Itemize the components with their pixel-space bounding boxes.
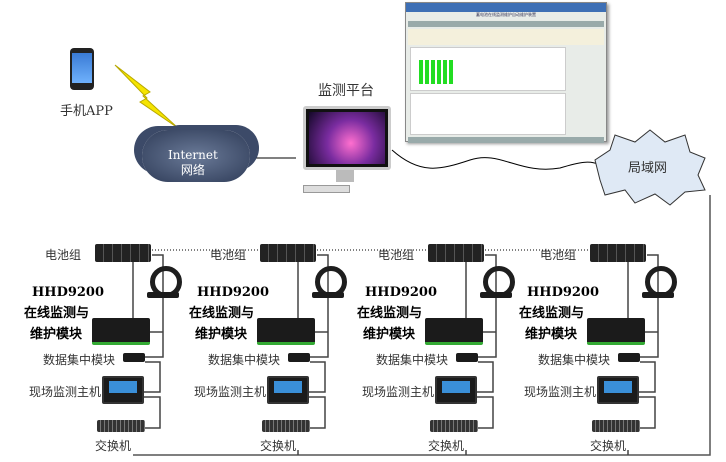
lightning-icon (114, 64, 179, 129)
sensor-base (147, 292, 179, 298)
module-label-1: 在线监测与 (357, 306, 423, 321)
wire (140, 361, 161, 393)
module-label-2: 维护模块 (195, 327, 248, 342)
wire (473, 361, 494, 393)
switch-icon (592, 420, 640, 432)
battery-label: 电池组 (45, 248, 82, 262)
wire (145, 254, 164, 358)
internet-label: Internet (168, 148, 218, 162)
wavy-link (391, 149, 601, 170)
wire (640, 254, 659, 358)
wire (310, 254, 329, 358)
host-terminal-icon (102, 376, 144, 404)
switch-label: 交换机 (590, 439, 627, 453)
lan-label: 局域网 (628, 161, 668, 176)
monitor-module-icon (92, 318, 150, 345)
software-title: 蓄电池在线监测维护自动维护装置 (476, 12, 536, 17)
switch-icon (97, 420, 145, 432)
battery-pack-icon (95, 244, 151, 262)
network-label: 网络 (180, 163, 205, 177)
sensor-base (312, 292, 344, 298)
host-terminal-icon (435, 376, 477, 404)
collector-icon (618, 353, 640, 362)
wire (140, 396, 161, 429)
monitor-icon (303, 106, 391, 170)
monitor-module-icon (587, 318, 645, 345)
switch-label: 交换机 (95, 439, 132, 453)
switch-icon (430, 420, 478, 432)
battery-pack-icon (428, 244, 484, 262)
collector-label: 数据集中模块 (43, 353, 116, 367)
model-label: HHD9200 (32, 285, 105, 300)
collector-icon (288, 353, 310, 362)
host-label: 现场监测主机 (524, 385, 597, 399)
battery-label: 电池组 (210, 248, 247, 262)
lan-cloud (594, 129, 706, 206)
module-label-1: 在线监测与 (189, 306, 255, 321)
monitor-module-icon (257, 318, 315, 345)
model-label: HHD9200 (527, 285, 600, 300)
switch-label: 交换机 (428, 439, 465, 453)
collector-label: 数据集中模块 (208, 353, 281, 367)
sensor-base (480, 292, 512, 298)
module-label-1: 在线监测与 (24, 306, 90, 321)
wire (305, 361, 326, 393)
wire (635, 361, 656, 393)
battery-pack-icon (590, 244, 646, 262)
host-label: 现场监测主机 (29, 385, 102, 399)
module-label-2: 维护模块 (30, 327, 83, 342)
battery-label: 电池组 (540, 248, 577, 262)
monitor-module-icon (425, 318, 483, 345)
software-screenshot: 蓄电池在线监测维护自动维护装置 (405, 2, 607, 143)
monitor-stand (336, 170, 354, 182)
collector-icon (123, 353, 145, 362)
wire (473, 396, 494, 429)
host-terminal-icon (267, 376, 309, 404)
keyboard-icon (303, 185, 350, 193)
host-terminal-icon (597, 376, 639, 404)
sensor-base (642, 292, 674, 298)
collector-label: 数据集中模块 (538, 353, 611, 367)
collector-label: 数据集中模块 (376, 353, 449, 367)
phone-icon (70, 48, 94, 90)
platform-label: 监测平台 (318, 83, 374, 99)
wire (478, 254, 497, 358)
wire (635, 396, 656, 429)
module-label-1: 在线监测与 (519, 306, 585, 321)
battery-label: 电池组 (378, 248, 415, 262)
module-label-2: 维护模块 (363, 327, 416, 342)
battery-pack-icon (260, 244, 316, 262)
model-label: HHD9200 (365, 285, 438, 300)
host-label: 现场监测主机 (362, 385, 435, 399)
switch-icon (262, 420, 310, 432)
collector-icon (456, 353, 478, 362)
switch-label: 交换机 (260, 439, 297, 453)
host-label: 现场监测主机 (194, 385, 267, 399)
wire (305, 396, 326, 429)
model-label: HHD9200 (197, 285, 270, 300)
internet-cloud (142, 130, 250, 182)
module-label-2: 维护模块 (525, 327, 578, 342)
phone-app-label: 手机APP (60, 104, 113, 119)
